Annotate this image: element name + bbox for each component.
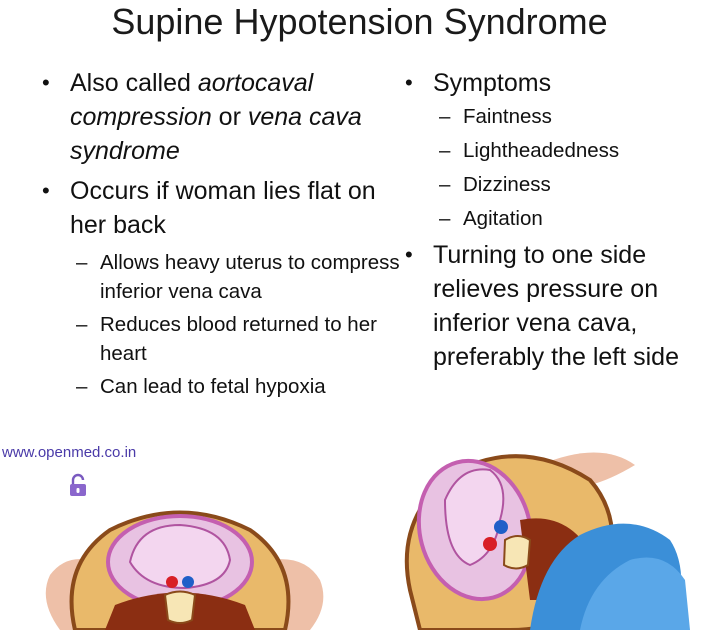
symptom-item: – Agitation [405, 204, 705, 233]
open-lock-icon[interactable] [66, 472, 92, 498]
left-bullet-list: • Also called aortocaval compression or … [42, 66, 402, 401]
symptom-text: Faintness [463, 105, 552, 128]
bullet-mid: or [211, 103, 248, 131]
symptom-text: Dizziness [463, 173, 551, 196]
sub-dash: – [76, 251, 88, 274]
bullet-dot: • [405, 242, 413, 267]
bullet-text: Symptoms [433, 69, 552, 97]
left-side-lying-illustration [404, 452, 690, 630]
symptom-text: Lightheadedness [463, 139, 620, 162]
sub-dash: – [439, 105, 451, 128]
subitem: – Reduces blood returned to her heart [42, 310, 402, 368]
bullet-text: Turning to one side relieves pressure on… [433, 241, 679, 371]
subitem: – Can lead to fetal hypoxia [42, 372, 402, 401]
bullet-dot: • [42, 70, 50, 95]
symptom-item: – Lightheadedness [405, 136, 705, 165]
bullet-occurs: • Occurs if woman lies flat on her back [42, 174, 402, 242]
bullet-aortocaval: • Also called aortocaval compression or … [42, 66, 402, 168]
subitem: – Allows heavy uterus to compress inferi… [42, 248, 402, 306]
bullet-turning: • Turning to one side relieves pressure … [405, 238, 705, 374]
sub-dash: – [439, 173, 451, 196]
supine-cross-section-illustration [45, 510, 324, 630]
left-column: • Also called aortocaval compression or … [42, 66, 402, 405]
bullet-term-aortocaval: aortocaval compression [70, 69, 314, 131]
bullet-term-vena-cava: vena cava syndrome [70, 103, 362, 165]
sub-dash: – [76, 375, 88, 398]
watermark-link[interactable]: www.openmed.co.in [0, 444, 139, 461]
sub-dash: – [76, 313, 88, 336]
bullet-dot: • [405, 70, 413, 95]
right-bullet-list: • Symptoms – Faintness – Lightheadedness… [405, 66, 705, 374]
bullet-dot: • [42, 178, 50, 203]
symptom-text: Agitation [463, 207, 543, 230]
sub-dash: – [439, 139, 451, 162]
subitem-text: Reduces blood returned to her heart [100, 313, 377, 365]
slide-title: Supine Hypotension Syndrome [111, 1, 608, 42]
symptom-item: – Dizziness [405, 170, 705, 199]
sub-dash: – [439, 207, 451, 230]
bullet-text: Occurs if woman lies flat on her back [70, 177, 376, 239]
right-column: • Symptoms – Faintness – Lightheadedness… [405, 66, 705, 380]
subitem-text: Can lead to fetal hypoxia [100, 375, 326, 398]
bullet-prefix: Also called [70, 69, 198, 97]
subitem-text: Allows heavy uterus to compress inferior… [100, 251, 400, 303]
symptom-item: – Faintness [405, 102, 705, 131]
bullet-symptoms: • Symptoms [405, 66, 705, 100]
